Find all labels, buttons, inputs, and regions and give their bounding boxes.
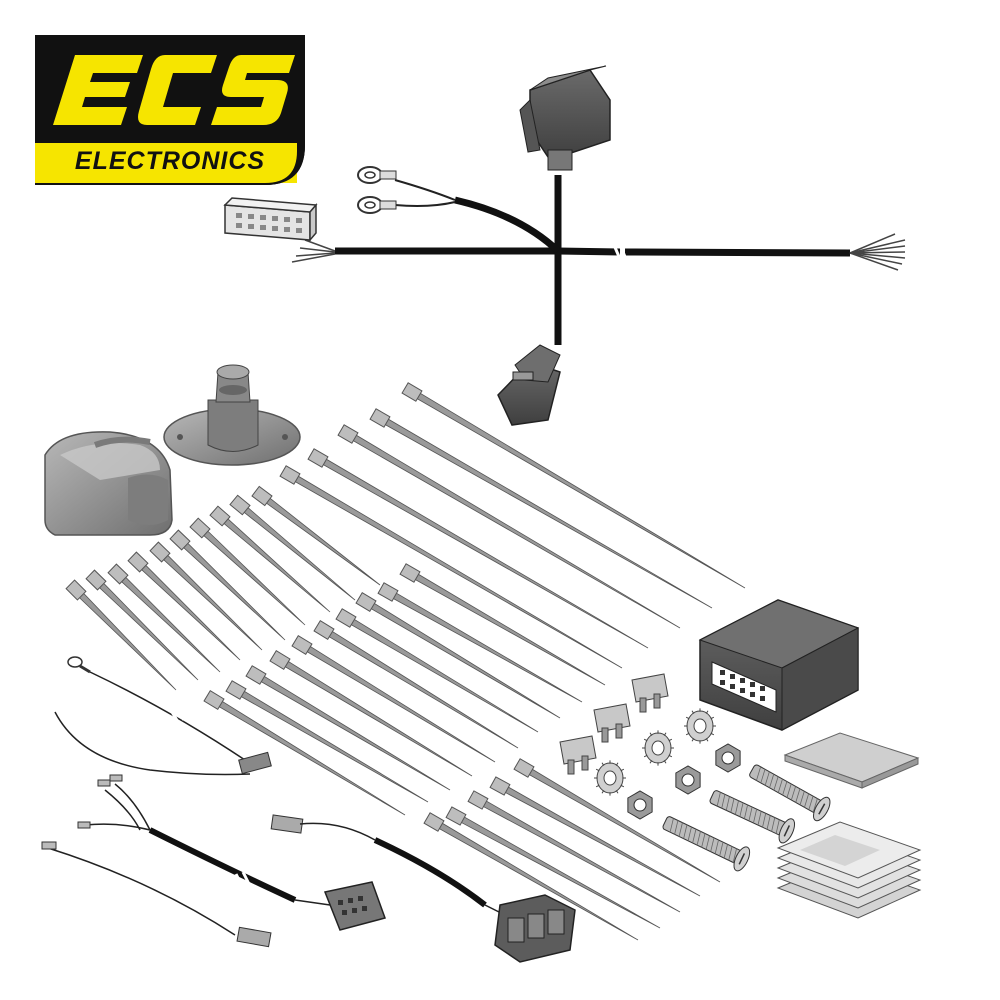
instruction-sheet — [783, 732, 920, 789]
cable-tie — [313, 620, 519, 749]
logo-badge-shape — [35, 35, 305, 185]
ecs-logo: ELECTRONICS — [35, 35, 305, 185]
socket-cover — [44, 431, 173, 536]
control-module — [698, 599, 860, 731]
cable-tie — [85, 569, 199, 681]
cable-tie — [149, 541, 263, 651]
spring-washer — [594, 760, 626, 796]
cable-tie — [355, 592, 561, 719]
bottom-plug-connector — [497, 344, 561, 426]
fuse — [631, 673, 669, 713]
ring-terminal-lower — [357, 196, 397, 214]
adhesive-pads — [776, 821, 922, 919]
adapter-connector-right — [494, 894, 576, 963]
fuse — [593, 703, 631, 743]
ground-wire — [54, 656, 272, 776]
nut — [627, 790, 653, 820]
socket-mounting-plate — [163, 364, 301, 466]
bolts-group — [662, 764, 831, 872]
ring-terminal-upper — [357, 166, 397, 184]
cable-tie — [337, 424, 681, 629]
cable-tie — [65, 579, 177, 691]
cable-tie — [251, 485, 381, 586]
cable-tie — [189, 517, 306, 626]
adapter-connector-left — [323, 881, 386, 931]
cable-tie — [401, 382, 746, 589]
bolt — [709, 790, 796, 844]
loose-wire-ends — [849, 233, 906, 271]
cable-tie — [107, 563, 221, 673]
cable-tie — [291, 635, 496, 763]
cable-tie — [229, 494, 356, 601]
nut — [715, 743, 741, 773]
cable-tie — [279, 465, 623, 669]
spring-washer — [684, 708, 716, 744]
cable-tie — [269, 650, 473, 777]
cable-tie — [203, 690, 406, 816]
washers-group — [594, 708, 716, 796]
module-connector-port — [711, 661, 777, 713]
cable-tie — [423, 812, 639, 941]
cable-tie — [489, 776, 701, 897]
top-relay-connector — [519, 65, 611, 171]
cable-tie — [245, 665, 451, 791]
adapter-cable-right — [270, 814, 576, 963]
cable-tie — [209, 505, 331, 613]
logo-tagline: ELECTRONICS — [74, 147, 266, 175]
cable-tie — [445, 806, 661, 929]
cable-tie — [399, 563, 606, 686]
cable-ties-group — [65, 382, 746, 941]
cable-tie — [225, 680, 429, 803]
adapter-cable-left — [41, 774, 386, 948]
spring-washer — [642, 730, 674, 766]
fuse — [559, 735, 597, 775]
cable-tie — [127, 551, 241, 661]
cable-tie — [369, 408, 713, 609]
nuts-group — [627, 743, 741, 820]
cable-tie — [377, 582, 583, 703]
cable-tie — [513, 758, 721, 883]
cable-tie — [467, 790, 681, 913]
multi-pin-connector — [223, 197, 318, 243]
adapter-plug-small — [236, 926, 272, 948]
bolt — [749, 764, 831, 822]
wiring-harness — [223, 65, 906, 426]
cable-tie — [335, 608, 539, 733]
fuses-group — [559, 673, 669, 775]
bolt — [662, 816, 751, 872]
cable-tie — [307, 448, 649, 649]
cable-tie — [169, 529, 286, 641]
nut — [675, 765, 701, 795]
